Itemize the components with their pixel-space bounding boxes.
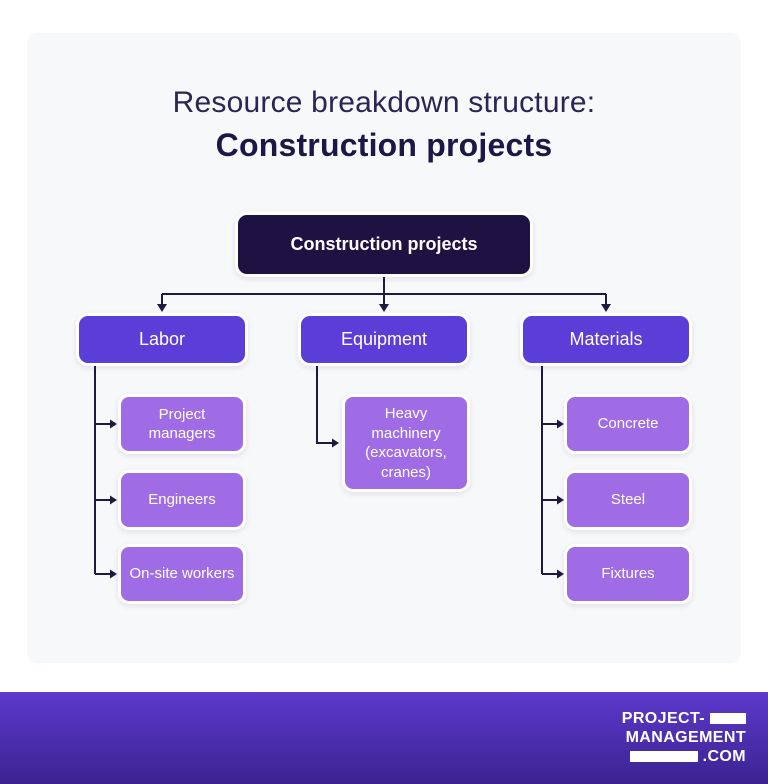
node-materials-label: Materials (569, 329, 643, 349)
node-steel: Steel (564, 470, 692, 530)
logo-bar-icon (710, 713, 746, 724)
page-title-line1: Resource breakdown structure: (172, 86, 596, 119)
node-equipment: Equipment (298, 313, 470, 366)
logo-bar-icon (629, 751, 698, 762)
node-project-managers: Project managers (118, 394, 246, 454)
node-materials: Materials (520, 313, 692, 366)
logo-text-management: MANAGEMENT (625, 729, 746, 746)
node-concrete-label: Concrete (597, 415, 659, 433)
node-steel-label: Steel (610, 491, 646, 509)
node-project-managers-label: Project managers (148, 405, 216, 443)
logo-text-project: PROJECT- (621, 710, 705, 727)
node-root-label: Construction projects (290, 234, 478, 254)
footer-band: PROJECT- MANAGEMENT .COM (0, 692, 768, 784)
node-root: Construction projects (235, 212, 533, 277)
node-fixtures: Fixtures (564, 544, 692, 604)
brand-logo: PROJECT- MANAGEMENT .COM (622, 709, 746, 766)
page-title-line2: Construction projects (215, 127, 553, 163)
node-heavy-machinery-label: Heavy machinery (excavators, cranes) (365, 405, 447, 481)
node-equipment-label: Equipment (340, 329, 428, 349)
node-onsite-workers: On-site workers (118, 544, 246, 604)
logo-text-com: .COM (702, 748, 746, 765)
node-labor: Labor (76, 313, 248, 366)
node-concrete: Concrete (564, 394, 692, 454)
node-onsite-workers-label: On-site workers (129, 565, 235, 583)
node-heavy-machinery: Heavy machinery (excavators, cranes) (342, 394, 470, 492)
node-fixtures-label: Fixtures (601, 565, 655, 583)
node-labor-label: Labor (138, 329, 186, 349)
logo-line-1: PROJECT- (622, 709, 746, 728)
node-engineers-label: Engineers (148, 491, 216, 509)
logo-line-2: MANAGEMENT (622, 728, 746, 747)
node-engineers: Engineers (118, 470, 246, 530)
logo-line-3: .COM (622, 747, 746, 766)
